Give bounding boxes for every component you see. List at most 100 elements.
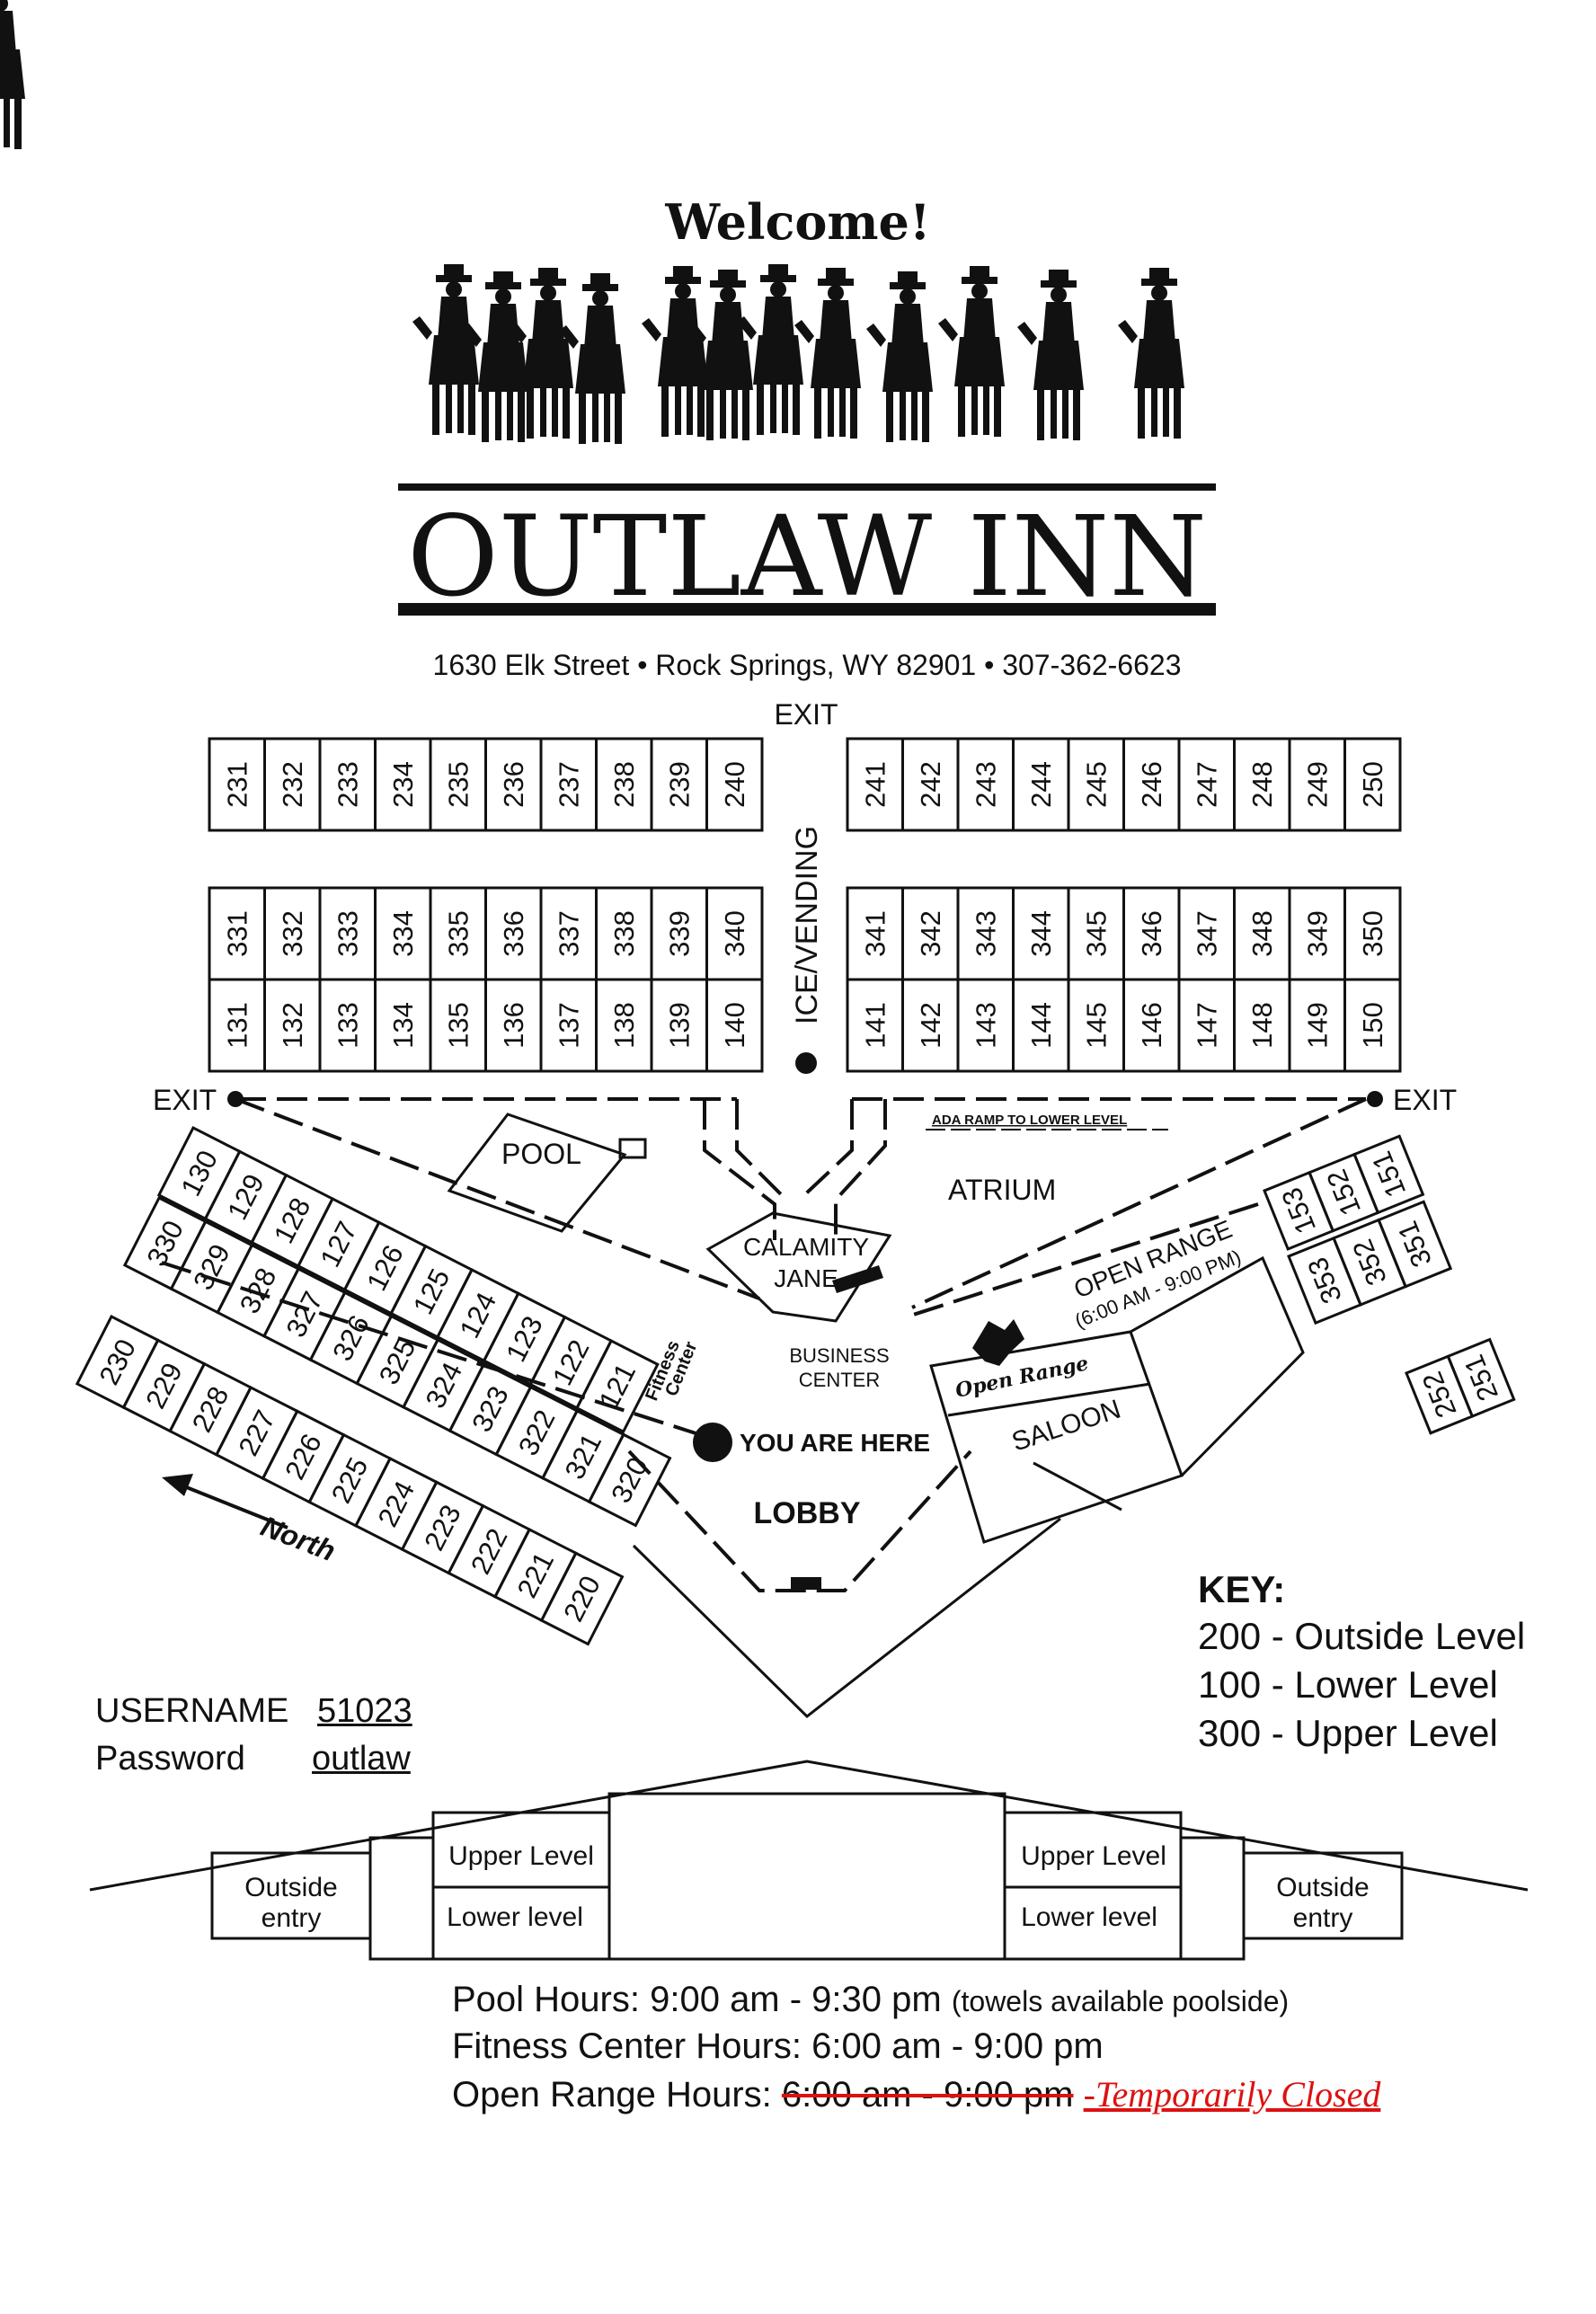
you-are-here-marker: [693, 1423, 732, 1462]
key-line-outside: 200 - Outside Level: [1198, 1615, 1526, 1657]
room-number: 136: [498, 1002, 529, 1049]
room-number: 320: [605, 1452, 654, 1508]
room-number: 137: [553, 1002, 584, 1049]
outside-entry-left-1: Outside: [244, 1873, 337, 1902]
pool-label: POOL: [501, 1138, 581, 1170]
upper-level-right: Upper Level: [1021, 1841, 1166, 1871]
room-number: 250: [1357, 761, 1388, 808]
pool-outline: [447, 1113, 627, 1233]
room-number: 331: [221, 910, 253, 957]
room-number: 233: [332, 761, 363, 808]
room-number: 239: [663, 761, 695, 808]
open-range-hours-label: Open Range Hours:: [452, 2075, 772, 2115]
room-cell: [705, 737, 764, 832]
room-number: 343: [970, 910, 1001, 957]
ada-ramp-label: ADA RAMP TO LOWER LEVEL: [932, 1113, 1127, 1128]
room-number: 240: [719, 761, 750, 808]
room-number: 225: [325, 1452, 375, 1508]
open-range-block: [929, 1255, 1305, 1544]
room-number: 144: [1025, 1002, 1057, 1049]
room-number: 139: [663, 1002, 695, 1049]
room-cell: [705, 978, 764, 1073]
fitness-hours: Fitness Center Hours: 6:00 am - 9:00 pm: [452, 2026, 1104, 2066]
room-number: 336: [498, 910, 529, 957]
room-cell: [587, 1432, 672, 1528]
exit-left-label: EXIT: [153, 1084, 217, 1116]
room-number: 350: [1357, 910, 1388, 957]
room-number: 150: [1357, 1002, 1388, 1049]
room-number: 344: [1025, 910, 1057, 957]
room-number: 242: [915, 761, 946, 808]
address-line: 1630 Elk Street • Rock Springs, WY 82901…: [433, 649, 1182, 681]
ice-vending-marker: [795, 1052, 817, 1074]
room-number: 222: [465, 1523, 514, 1579]
room-number: 342: [915, 910, 946, 957]
exit-right-marker: [1367, 1091, 1383, 1107]
room-number: 346: [1136, 910, 1167, 957]
room-cell: [1377, 1200, 1453, 1289]
room-number: 337: [553, 910, 584, 957]
key-title: KEY:: [1198, 1568, 1286, 1610]
open-range-hours-struck: 6:00 am - 9:00 pm: [781, 2075, 1074, 2115]
room-number: 351: [1391, 1217, 1438, 1272]
room-number: 232: [277, 761, 308, 808]
room-number: 226: [279, 1429, 328, 1485]
room-number: 141: [859, 1002, 891, 1049]
room-number: 235: [442, 761, 474, 808]
ice-vending-label: ICE/VENDING: [790, 826, 824, 1024]
room-cell: [1343, 978, 1402, 1073]
room-number: 133: [332, 1002, 363, 1049]
room-number: 341: [859, 910, 891, 957]
room-number: 231: [221, 761, 253, 808]
username-label: USERNAME: [95, 1692, 289, 1730]
room-number: 145: [1080, 1002, 1112, 1049]
exit-top-label: EXIT: [774, 698, 838, 731]
room-number: 227: [232, 1405, 281, 1461]
bronco-rider-icon: [972, 1319, 1024, 1366]
room-number: 228: [186, 1381, 235, 1437]
lower-level-left: Lower level: [447, 1902, 583, 1932]
building-cross-section: [89, 1760, 1529, 1961]
north-label: North: [256, 1510, 340, 1567]
room-number: 246: [1136, 761, 1167, 808]
room-number: 322: [512, 1405, 562, 1460]
outside-entry-right-2: entry: [1293, 1903, 1353, 1933]
room-number: 147: [1191, 1002, 1222, 1049]
room-number: 220: [557, 1571, 607, 1627]
room-number: 127: [314, 1217, 363, 1272]
room-number: 238: [608, 761, 640, 808]
open-range-status: -Temporarily Closed: [1083, 2074, 1381, 2115]
room-number: 249: [1301, 761, 1333, 808]
room-number: 345: [1080, 910, 1112, 957]
password-label: Password: [95, 1740, 245, 1778]
room-number: 339: [663, 910, 695, 957]
room-number: 126: [360, 1240, 410, 1296]
pool-hours-text: Pool Hours: 9:00 am - 9:30 pm: [452, 1980, 942, 2019]
lobby-label: LOBBY: [754, 1496, 861, 1530]
room-number: 243: [970, 761, 1001, 808]
room-number: 146: [1136, 1002, 1167, 1049]
upper-level-left: Upper Level: [448, 1841, 594, 1871]
business-center-label-1: BUSINESS: [789, 1344, 889, 1367]
room-number: 153: [1275, 1184, 1322, 1238]
room-number: 333: [332, 910, 363, 957]
you-are-here-label: YOU ARE HERE: [740, 1429, 930, 1457]
room-number: 329: [187, 1239, 236, 1295]
room-number: 138: [608, 1002, 640, 1049]
room-number: 221: [511, 1547, 561, 1603]
room-cell: [1446, 1337, 1516, 1418]
room-number: 149: [1301, 1002, 1333, 1049]
room-number: 328: [234, 1263, 283, 1318]
room-number: 131: [221, 1002, 253, 1049]
room-number: 142: [915, 1002, 946, 1049]
room-number: 152: [1320, 1166, 1367, 1220]
room-number: 338: [608, 910, 640, 957]
room-number: 321: [559, 1429, 608, 1485]
